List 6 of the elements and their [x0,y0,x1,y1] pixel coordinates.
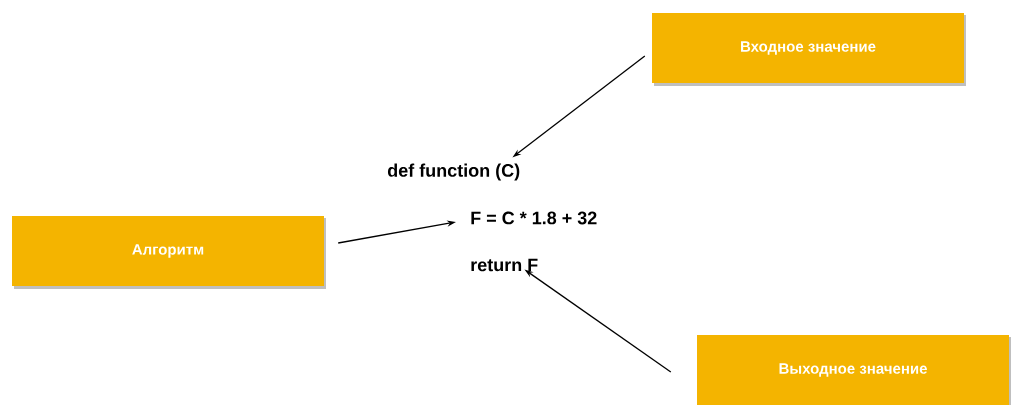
label-box: Входное значение [652,13,966,86]
code-line: return F [471,258,538,272]
label-box: Выходное значение [697,335,1011,405]
code-line: F = C * 1.8 + 32 [471,211,597,225]
label-box: Алгоритм [12,216,326,289]
code-line: def function (C) [387,163,520,181]
